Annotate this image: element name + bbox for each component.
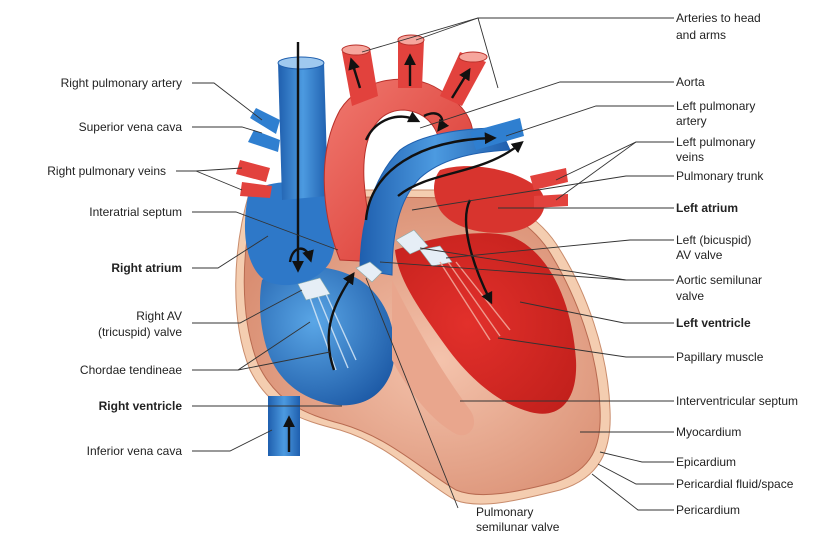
right-pulmonary-veins xyxy=(236,160,270,182)
label-left-pulmonary-veins-line2: veins xyxy=(676,150,704,165)
label-aorta: Aorta xyxy=(676,75,705,90)
label-left-pulmonary-veins-line1: Left pulmonary xyxy=(676,135,755,150)
label-right-av-line1: Right AV xyxy=(136,309,182,324)
label-left-av-line2: AV valve xyxy=(676,248,722,263)
label-pericardial-fluid: Pericardial fluid/space xyxy=(676,477,793,492)
label-arteries-head-line2: and arms xyxy=(676,28,726,43)
label-aortic-semilunar-line1: Aortic semilunar xyxy=(676,273,762,288)
label-aortic-semilunar-line2: valve xyxy=(676,289,704,304)
label-inferior-vena-cava: Inferior vena cava xyxy=(87,444,182,459)
label-right-ventricle: Right ventricle xyxy=(99,399,182,414)
label-myocardium: Myocardium xyxy=(676,425,741,440)
label-pulmonary-trunk: Pulmonary trunk xyxy=(676,169,763,184)
label-right-pulmonary-veins: Right pulmonary veins xyxy=(47,164,166,179)
label-interatrial-septum: Interatrial septum xyxy=(89,205,182,220)
label-left-pulmonary-artery-line2: artery xyxy=(676,114,707,129)
label-pulmonary-semilunar-line2: semilunar valve xyxy=(476,520,559,535)
inferior-vena-cava xyxy=(268,396,300,456)
label-left-ventricle: Left ventricle xyxy=(676,316,751,331)
label-pericardium: Pericardium xyxy=(676,503,740,518)
label-epicardium: Epicardium xyxy=(676,455,736,470)
label-right-atrium: Right atrium xyxy=(111,261,182,276)
label-chordae-tendineae: Chordae tendineae xyxy=(80,363,182,378)
label-right-pulmonary-artery: Right pulmonary artery xyxy=(61,76,182,91)
label-interventricular-septum: Interventricular septum xyxy=(676,394,798,409)
label-superior-vena-cava: Superior vena cava xyxy=(79,120,182,135)
label-right-av-line2: (tricuspid) valve xyxy=(98,325,182,340)
label-papillary-muscle: Papillary muscle xyxy=(676,350,763,365)
label-left-pulmonary-artery-line1: Left pulmonary xyxy=(676,99,755,114)
superior-vena-cava xyxy=(278,62,328,200)
brachiocephalic-artery xyxy=(342,48,378,106)
label-arteries-head-line1: Arteries to head xyxy=(676,11,761,26)
right-pulmonary-artery xyxy=(250,108,280,134)
label-left-atrium: Left atrium xyxy=(676,201,738,216)
left-pulmonary-veins xyxy=(530,168,568,190)
label-pulmonary-semilunar-line1: Pulmonary xyxy=(476,505,533,520)
label-left-av-line1: Left (bicuspid) xyxy=(676,233,751,248)
